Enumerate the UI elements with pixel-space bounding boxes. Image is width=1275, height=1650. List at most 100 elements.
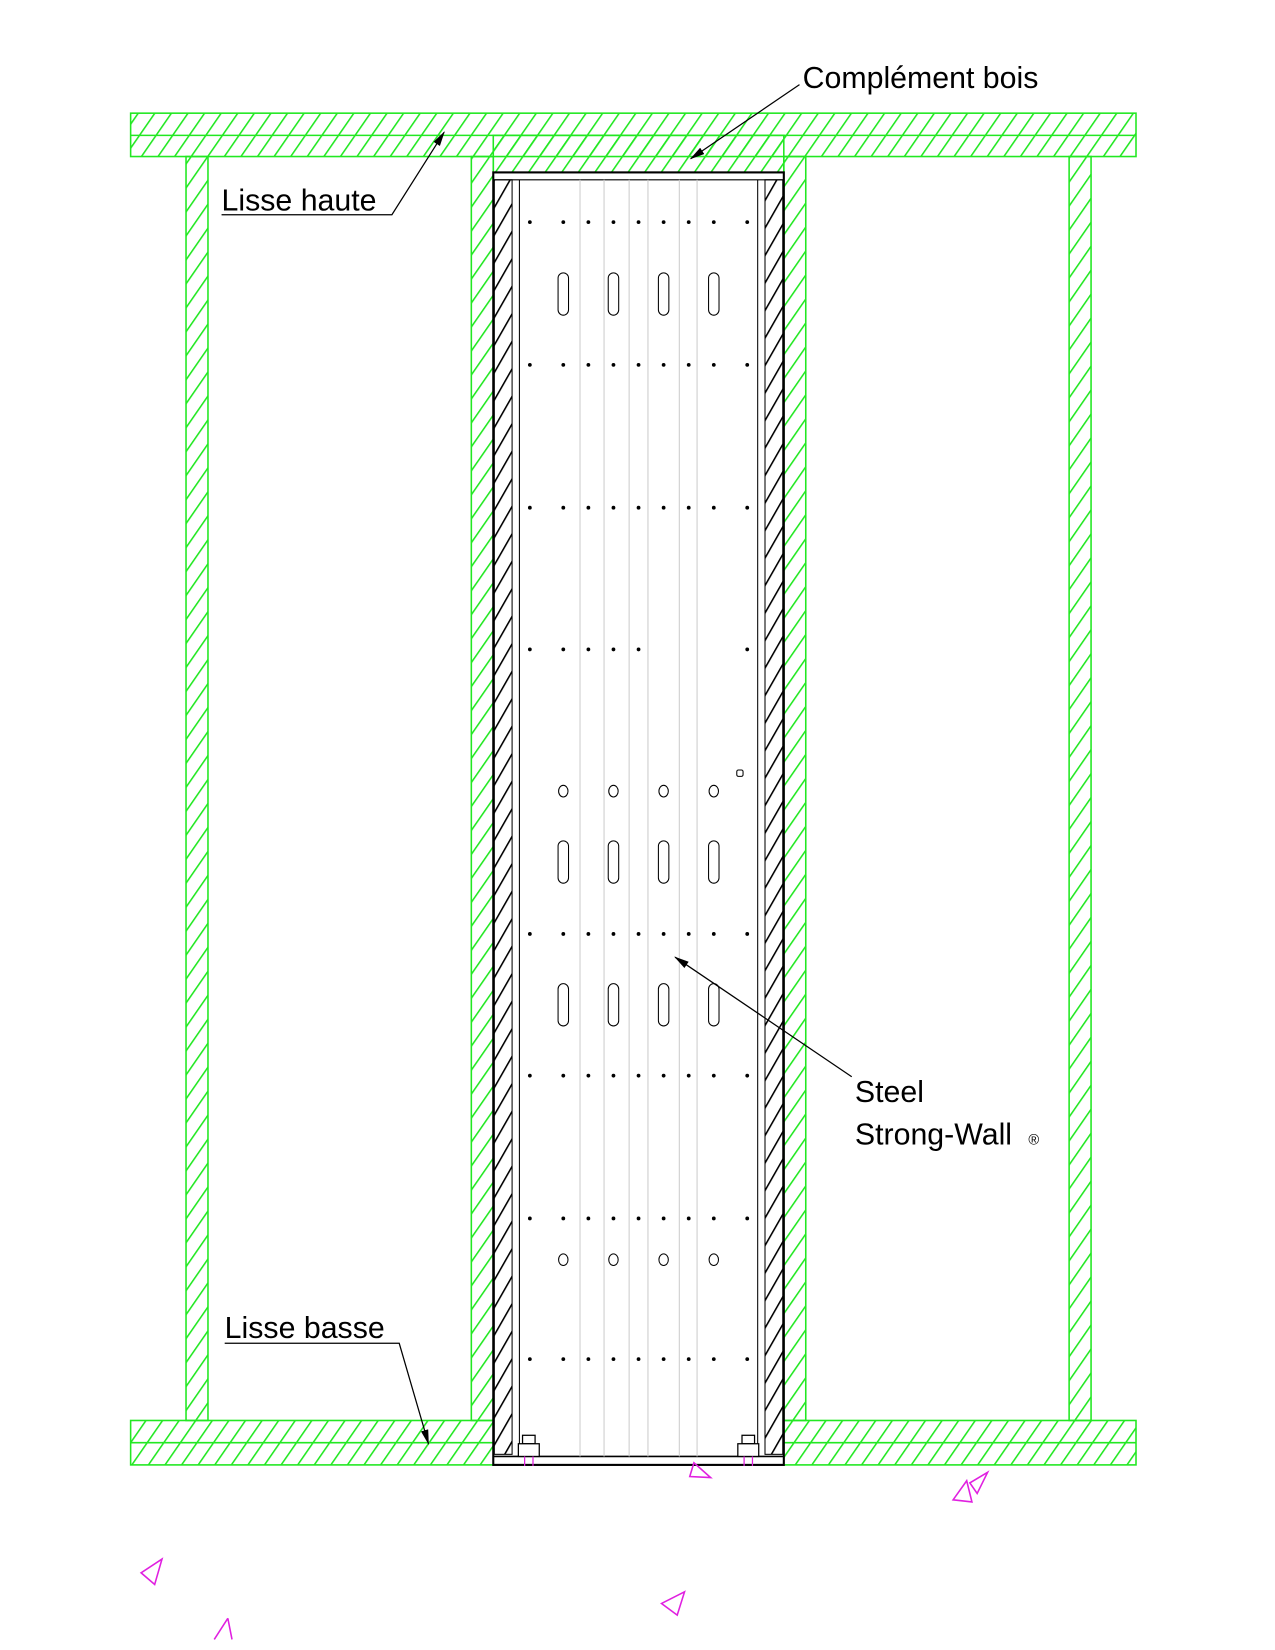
slot-hole (607, 983, 620, 1027)
fastener-hole (561, 1216, 566, 1221)
slot-hole (657, 272, 670, 316)
fastener-hole (527, 505, 532, 510)
fastener-hole (745, 932, 750, 936)
round-hole (608, 1253, 619, 1267)
fastener-hole (711, 220, 716, 225)
slot-hole (657, 840, 670, 884)
fastener-hole (611, 1216, 616, 1221)
slot-hole (607, 272, 620, 316)
fastener-hole (686, 1216, 691, 1221)
slot-hole (557, 983, 570, 1027)
fastener-hole (745, 505, 750, 510)
fastener-hole (745, 1357, 750, 1362)
fastener-hole (636, 1073, 641, 1078)
round-hole (708, 1253, 720, 1267)
slot-hole (657, 983, 670, 1027)
right-flange (764, 179, 784, 1455)
stud-right (783, 155, 807, 1422)
fastener-hole (527, 1357, 532, 1362)
fastener-hole (527, 220, 532, 225)
fastener-hole (686, 220, 691, 225)
leaders (221, 84, 853, 1445)
left-flange (493, 179, 513, 1455)
fastener-hole (561, 363, 566, 367)
slot-hole (607, 840, 620, 884)
slot-hole (557, 272, 570, 316)
anchor-bolts (517, 1434, 760, 1466)
fastener-hole (661, 220, 666, 225)
fastener-hole (686, 505, 691, 510)
fastener-hole (745, 1216, 750, 1221)
fastener-hole (527, 647, 532, 652)
round-hole (558, 1253, 569, 1267)
timber-complement (492, 134, 785, 174)
fastener-hole (611, 363, 616, 367)
fastener-hole (611, 505, 616, 510)
fastener-hole (527, 1216, 532, 1221)
fastener-hole (611, 647, 616, 652)
fastener-hole (686, 1357, 691, 1362)
fastener-hole (586, 1216, 591, 1221)
fastener-hole (636, 1216, 641, 1221)
fastener-hole (527, 363, 532, 367)
fastener-hole (661, 1073, 666, 1078)
steel-strong-wall (492, 171, 785, 1466)
fastener-hole (661, 932, 666, 936)
round-hole (558, 784, 569, 798)
fastener-hole (636, 363, 641, 367)
fastener-hole (745, 1073, 750, 1078)
fastener-hole (586, 1073, 591, 1078)
fastener-hole (711, 932, 716, 936)
fastener-hole (745, 647, 750, 652)
fastener-hole (636, 1357, 641, 1362)
fastener-hole (711, 363, 716, 367)
fastener-hole (611, 1073, 616, 1078)
fastener-hole (636, 932, 641, 936)
fastener-hole (636, 647, 641, 652)
label-lisse-basse: Lisse basse (225, 1311, 385, 1345)
fastener-hole (586, 1357, 591, 1362)
label-strong-wall: Strong-Wall (855, 1117, 1012, 1151)
fastener-hole (561, 505, 566, 510)
fastener-hole (686, 1073, 691, 1078)
stud-far-right (1068, 155, 1092, 1422)
registered-mark: ® (1028, 1132, 1039, 1148)
fastener-hole (661, 1357, 666, 1362)
fastener-hole (561, 647, 566, 652)
slot-hole (557, 840, 570, 884)
fastener-hole (661, 1216, 666, 1221)
fastener-hole (586, 363, 591, 367)
fastener-hole (745, 220, 750, 225)
slot-hole (708, 840, 720, 884)
fastener-hole (527, 1073, 532, 1078)
fastener-hole (661, 505, 666, 510)
fastener-hole (611, 220, 616, 225)
stud-far-left (185, 155, 209, 1422)
label-lisse-haute: Lisse haute (222, 183, 377, 217)
fastener-hole (611, 932, 616, 936)
fastener-hole (686, 932, 691, 936)
fastener-hole (561, 1073, 566, 1078)
fastener-hole (611, 1357, 616, 1362)
fastener-hole (711, 1073, 716, 1078)
round-hole (708, 784, 720, 798)
fastener-hole (527, 932, 532, 936)
label-steel: Steel (855, 1075, 924, 1109)
fastener-hole (745, 363, 750, 367)
round-hole (658, 1253, 669, 1267)
fastener-hole (711, 1357, 716, 1362)
stud-left (470, 155, 495, 1422)
fastener-hole (586, 932, 591, 936)
slot-hole (708, 272, 720, 316)
round-hole (658, 784, 669, 798)
label-complement-bois: Complément bois (803, 61, 1039, 95)
magenta-markers (139, 1461, 990, 1640)
fastener-hole (586, 220, 591, 225)
fastener-hole (586, 647, 591, 652)
small-square-hole (736, 769, 744, 777)
fastener-hole (636, 505, 641, 510)
round-hole (608, 784, 619, 798)
fastener-hole (711, 505, 716, 510)
